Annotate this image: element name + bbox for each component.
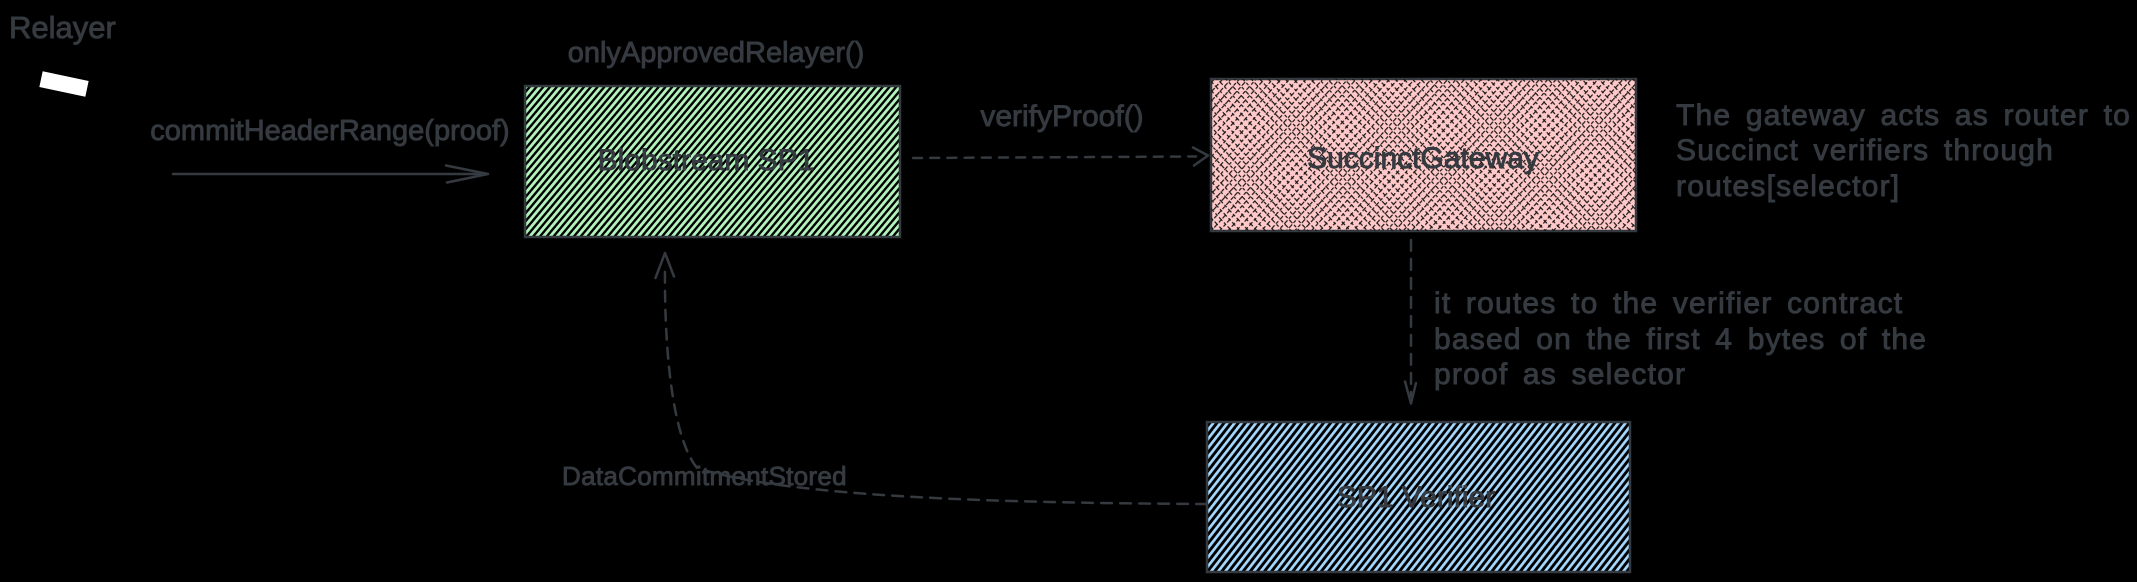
svg-text:DataCommitmentStored: DataCommitmentStored bbox=[562, 461, 847, 491]
svg-text:Blobstream SP1: Blobstream SP1 bbox=[598, 144, 815, 177]
svg-text:routes[selector]: routes[selector] bbox=[1676, 170, 1900, 203]
svg-text:SP1 Verifier: SP1 Verifier bbox=[1337, 481, 1495, 514]
svg-text:proof as selector: proof as selector bbox=[1434, 358, 1686, 391]
svg-text:commitHeaderRange(proof): commitHeaderRange(proof) bbox=[150, 115, 509, 147]
svg-text:Succinct verifiers through: Succinct verifiers through bbox=[1676, 134, 2054, 167]
svg-text:based on the first 4 bytes of: based on the first 4 bytes of the bbox=[1434, 323, 1927, 356]
svg-text:SuccinctGateway: SuccinctGateway bbox=[1307, 142, 1539, 175]
svg-text:it routes to the verifier cont: it routes to the verifier contract bbox=[1434, 287, 1903, 320]
svg-text:onlyApprovedRelayer(): onlyApprovedRelayer() bbox=[568, 37, 865, 69]
svg-text:Relayer: Relayer bbox=[9, 10, 116, 45]
svg-text:verifyProof(): verifyProof() bbox=[980, 100, 1143, 133]
svg-text:The gateway acts as router to: The gateway acts as router to bbox=[1676, 99, 2131, 132]
